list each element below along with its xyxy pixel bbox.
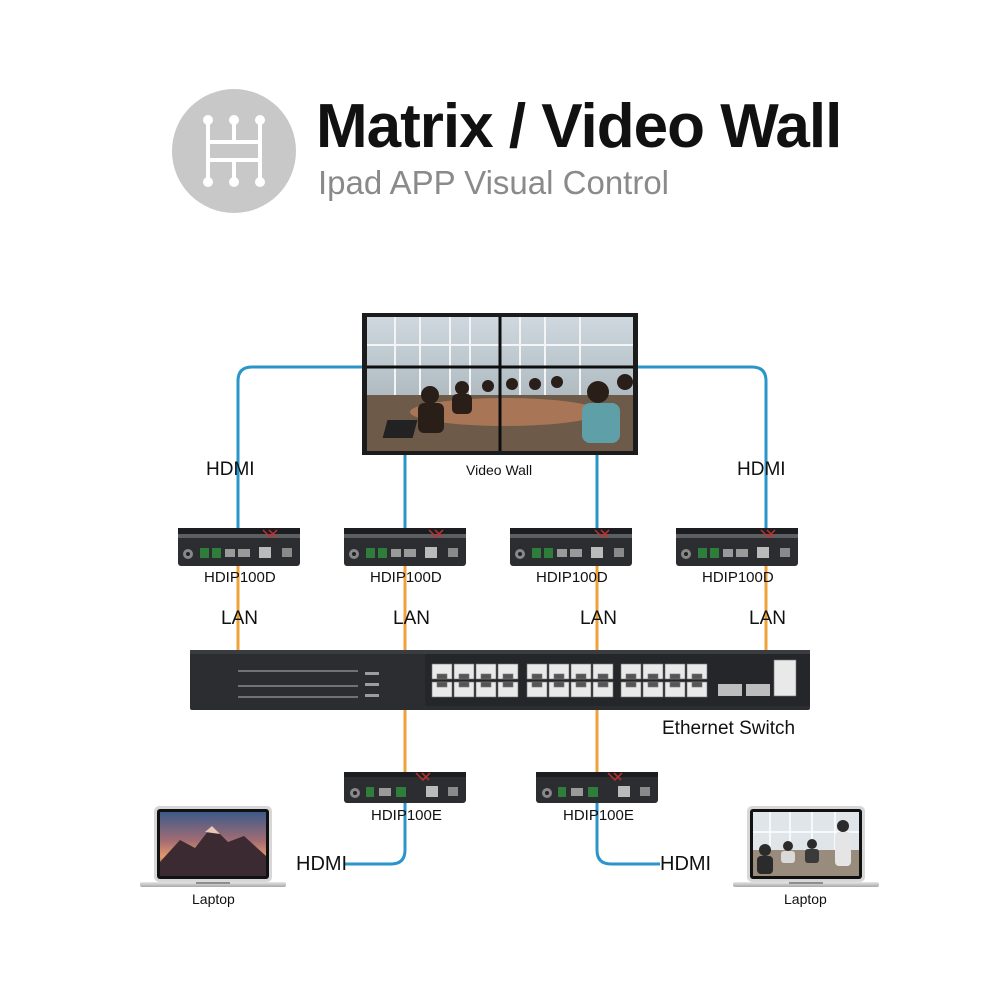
rj45-port-notch (669, 681, 681, 688)
rj45-port-notch (458, 681, 470, 688)
decoder-1-model: HDIP100D (204, 569, 276, 586)
rj45-port-notch (436, 673, 448, 680)
rj45-ports (431, 663, 708, 698)
hdmi-label-right: HDMI (737, 459, 786, 480)
rj45-port-notch (647, 673, 659, 680)
rj45-port-notch (575, 673, 587, 680)
logo-matrix-routing-icon (172, 89, 296, 213)
page-subtitle: Ipad APP Visual Control (318, 164, 670, 201)
encoder-2-model: HDIP100E (563, 807, 634, 824)
video-wall (362, 313, 638, 455)
rj45-port-notch (480, 673, 492, 680)
hdmi-label-left: HDMI (206, 459, 255, 480)
rj45-port-notch (531, 673, 543, 680)
rj45-port-notch (575, 681, 587, 688)
hdmi-cables (236, 365, 768, 866)
rj45-port-notch (458, 673, 470, 680)
laptop-left-label: Laptop (192, 891, 235, 907)
decoder-3 (510, 528, 632, 566)
page-title: Matrix / Video Wall (316, 92, 842, 161)
rj45-port-notch (691, 673, 703, 680)
rj45-port-notch (691, 681, 703, 688)
hdmi-label-laptop-right: HDMI (660, 853, 712, 875)
rj45-port-notch (502, 681, 514, 688)
decoder-4-model: HDIP100D (702, 569, 774, 586)
lan-cables (236, 566, 768, 772)
lan-label-2: LAN (393, 608, 430, 629)
ethernet-switch-label: Ethernet Switch (662, 718, 796, 739)
decoder-1 (178, 528, 300, 566)
rj45-port-notch (553, 673, 565, 680)
laptop-right (733, 806, 879, 887)
rj45-port-notch (625, 681, 637, 688)
encoder-1-model: HDIP100E (371, 807, 442, 824)
decoder-4 (676, 528, 798, 566)
rj45-port-notch (480, 681, 492, 688)
rj45-port-notch (597, 673, 609, 680)
rj45-port-notch (531, 681, 543, 688)
rj45-port-notch (597, 681, 609, 688)
lan-label-3: LAN (580, 608, 617, 629)
rj45-port-notch (647, 681, 659, 688)
rj45-port-notch (553, 681, 565, 688)
decoder-3-model: HDIP100D (536, 569, 608, 586)
rj45-port-notch (436, 681, 448, 688)
encoder-2 (536, 772, 658, 803)
video-wall-label: Video Wall (466, 462, 533, 478)
rj45-port-notch (625, 673, 637, 680)
decoder-2 (344, 528, 466, 566)
laptop-right-label: Laptop (784, 891, 827, 907)
lan-label-1: LAN (221, 608, 258, 629)
encoder-1 (344, 772, 466, 803)
decoder-2-model: HDIP100D (370, 569, 442, 586)
hdmi-label-laptop-left: HDMI (296, 853, 348, 875)
rj45-port-notch (669, 673, 681, 680)
laptop-left (140, 806, 286, 887)
ethernet-switch (190, 650, 810, 710)
lan-label-4: LAN (749, 608, 786, 629)
rj45-port-notch (502, 673, 514, 680)
